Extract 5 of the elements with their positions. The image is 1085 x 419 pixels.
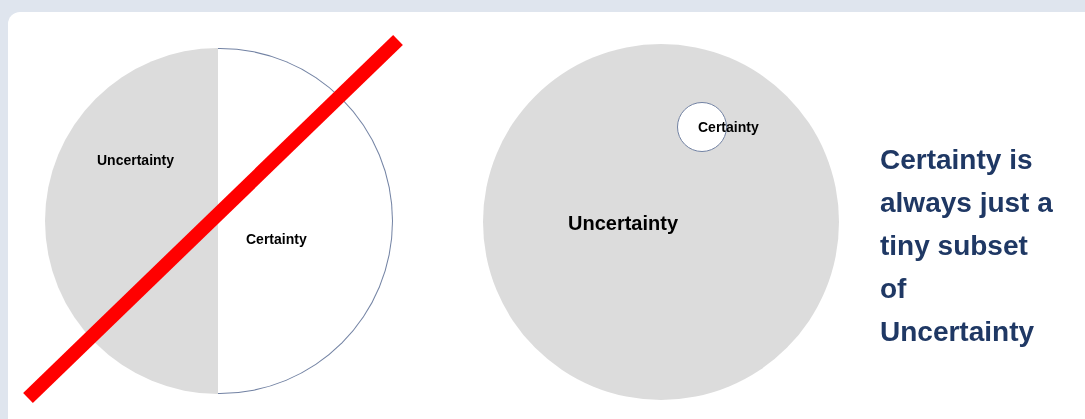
shape-label: Certainty xyxy=(246,231,307,247)
shape-label: Certainty xyxy=(698,119,759,135)
note-text: Certainty is always just a tiny subset of Uncertainty xyxy=(880,143,1054,349)
shape-label: Uncertainty xyxy=(97,152,175,168)
shape-label: Uncertainty xyxy=(568,212,679,235)
